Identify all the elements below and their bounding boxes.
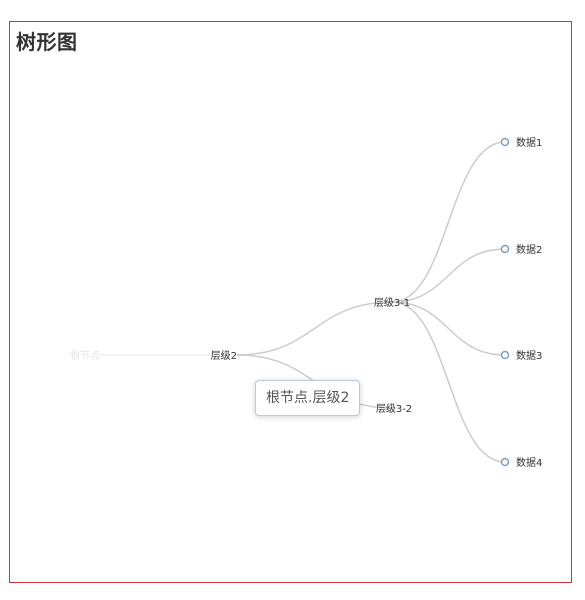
tree-node-d3-label[interactable]: 数据3: [516, 349, 542, 362]
tree-node-d1-label[interactable]: 数据1: [516, 136, 542, 149]
tree-nodes: 根节点 层级2 层级3-1 层级3-2 数据1 数据2 数据3 数据4: [70, 136, 542, 469]
tree-node-l2-label[interactable]: 层级2: [211, 350, 237, 362]
chart-title: 树形图: [16, 30, 78, 54]
tree-node-d3-marker[interactable]: [500, 350, 510, 360]
tree-node-d4-label[interactable]: 数据4: [516, 456, 542, 469]
tree-node-l32-label[interactable]: 层级3-2: [376, 403, 412, 415]
tree-node-d1-marker[interactable]: [500, 137, 510, 147]
tree-node-d4-marker[interactable]: [500, 457, 510, 467]
tree-edge-l31-d3: [391, 301, 506, 356]
node-tooltip: 根节点.层级2: [255, 380, 361, 416]
tree-node-d2-label[interactable]: 数据2: [516, 243, 542, 256]
tree-node-root-label[interactable]: 根节点: [70, 349, 100, 362]
tree-node-l31-label[interactable]: 层级3-1: [374, 297, 410, 309]
tree-edge-l2-l31: [236, 301, 393, 356]
chart-panel: [9, 21, 572, 583]
tree-edge-l31-d2: [391, 248, 506, 303]
tree-edge-l31-d1: [391, 141, 506, 303]
tree-node-d2-marker[interactable]: [500, 244, 510, 254]
tree-edge-l31-d4: [391, 301, 506, 463]
